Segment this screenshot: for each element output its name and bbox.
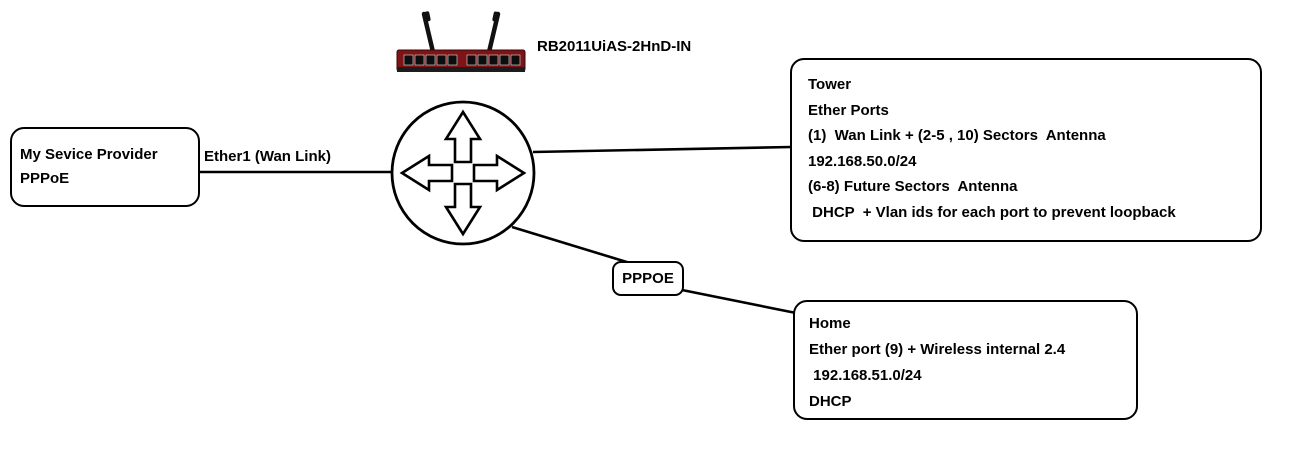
tower-line: (1) Wan Link + (2-5 , 10) Sectors Antenn… (808, 127, 1106, 144)
home-box: Home Ether port (9) + Wireless internal … (793, 300, 1138, 420)
home-title: Home (809, 315, 851, 332)
tower-line: 192.168.50.0/24 (808, 152, 917, 170)
arrow-down-icon (443, 182, 483, 237)
device-label: RB2011UiAS-2HnD-IN (537, 38, 692, 55)
home-line: Ether port (9) + Wireless internal 2.4 (809, 341, 1066, 358)
tower-line: DHCP + Vlan ids for each port to prevent… (808, 203, 1176, 221)
provider-protocol: PPPoE (20, 170, 70, 187)
arrow-left-icon (399, 153, 454, 193)
router-device-icon (396, 11, 526, 72)
home-line: DHCP (809, 393, 852, 410)
wan-link-label: Ether1 (Wan Link) (204, 148, 331, 165)
tower-title: Tower (808, 76, 852, 93)
arrow-up-icon (443, 109, 483, 164)
provider-name: My Sevice Provider (20, 146, 158, 163)
router-symbol-icon (390, 100, 536, 246)
tower-box: Tower Ether Ports (1) Wan Link + (2-5 , … (790, 58, 1262, 242)
home-line: 192.168.51.0/24 (809, 367, 922, 384)
provider-box: My Sevice Provider PPPoE (10, 127, 200, 207)
tower-line: Ether Ports (808, 101, 889, 119)
pppoe-label: PPPOE (622, 270, 674, 287)
pppoe-box: PPPOE (612, 261, 684, 296)
connector-router-to-tower (532, 145, 792, 154)
tower-line: (6-8) Future Sectors Antenna (808, 178, 1018, 195)
connector-pppoe-to-home (681, 288, 797, 315)
connector-router-to-pppoe (511, 225, 631, 265)
arrow-right-icon (472, 153, 527, 193)
